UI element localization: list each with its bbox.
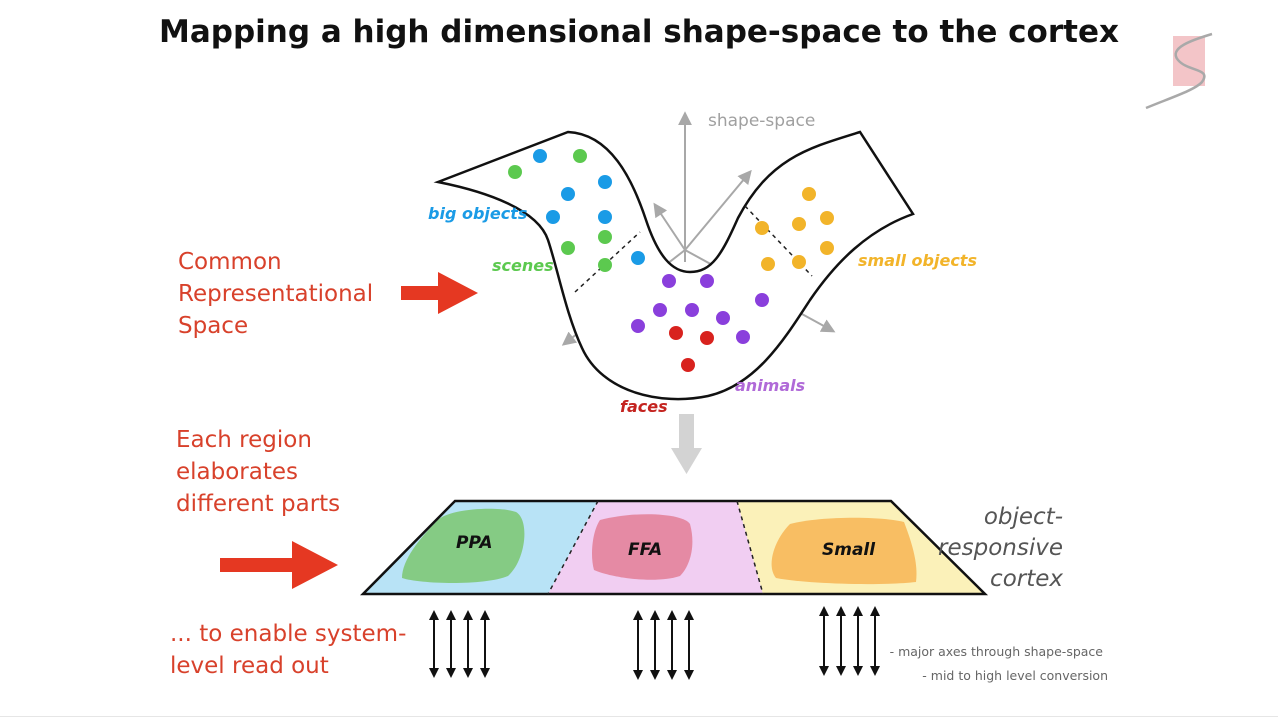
big-object-dot [598,175,612,189]
animal-dot [755,293,769,307]
divider-scenes [574,231,641,293]
face-dot [669,326,683,340]
region-ppa-label: PPA [456,533,493,553]
big-object-dot [561,187,575,201]
cortex-outline [360,499,989,596]
cortex-label-line-2: responsive [938,535,1063,561]
cortex-divider-2 [736,500,764,595]
axis-up-left [653,202,686,251]
dots-animals [631,274,769,344]
slide-title: Mapping a high dimensional shape-space t… [159,14,1119,50]
each-region-line-3: different parts [176,491,341,517]
axis-up-right [684,169,752,251]
arrow-down-icon [671,414,702,474]
big-object-dot [598,210,612,224]
read-arrows-small [819,606,880,676]
scene-dot [573,149,587,163]
animal-dot [685,303,699,317]
scene-dot [508,165,522,179]
small-object-dot [792,217,806,231]
read-out-line-2: level read out [170,653,329,679]
label-small-objects: small objects [858,251,977,270]
ffa-blob [592,514,693,580]
region-ffa-label: FFA [628,540,662,560]
face-dot [681,358,695,372]
big-object-dot [546,210,560,224]
scene-dot [598,230,612,244]
small-object-dot [802,187,816,201]
dots-big-objects [533,149,645,265]
region-small-label: Small [822,540,876,560]
cortex-label-line-1: object- [983,504,1063,530]
common-space-line-2: Representational [178,281,374,307]
scene-dot [598,258,612,272]
animal-dot [662,274,676,288]
animal-dot [736,330,750,344]
read-out-label: ... to enable system- level read out [170,618,406,682]
note-2: - mid to high level conversion [922,668,1108,683]
small-object-dot [792,255,806,269]
read-arrows-ppa [429,610,490,678]
arrow-region-icon [220,541,338,589]
animal-dot [716,311,730,325]
scene-dot [561,241,575,255]
arrow-common-icon [401,272,478,314]
note-1: - major axes through shape-space [889,644,1103,659]
logo-s-curve [1145,32,1213,110]
small-blob [771,517,917,585]
read-arrows-ffa [633,610,694,680]
cortex-map: PPA FFA Small [360,499,989,596]
label-big-objects: big objects [428,204,527,223]
dots-small-objects [755,187,834,271]
notes: - major axes through shape-space - mid t… [860,640,1108,688]
label-animals: animals [735,376,805,395]
read-out-line-1: ... to enable system- [170,621,407,647]
big-object-dot [631,251,645,265]
each-region-label: Each region elaborates different parts [176,424,340,520]
small-object-dot [820,241,834,255]
ppa-blob [402,508,525,583]
common-space-label: Common Representational Space [178,246,373,342]
animal-dot [653,303,667,317]
logo-icon [1145,32,1213,110]
manifold-outline [433,130,915,401]
dots-faces [669,326,714,372]
cortex-label-line-3: cortex [990,566,1063,592]
small-object-dot [755,221,769,235]
face-dot [700,331,714,345]
label-faces: faces [620,397,668,416]
shape-space-label: shape-space [708,111,815,131]
bottom-divider [0,716,1278,717]
animal-dot [700,274,714,288]
label-scenes: scenes [492,256,554,275]
small-object-dot [820,211,834,225]
each-region-line-2: elaborates [176,459,299,485]
cortex-divider-1 [547,500,599,595]
each-region-line-1: Each region [176,427,312,453]
dots-scenes [508,149,612,272]
common-space-line-3: Space [178,313,249,339]
cortex-label: object- responsive cortex [930,502,1063,595]
common-space-line-1: Common [178,249,282,275]
small-object-dot [761,257,775,271]
animal-dot [631,319,645,333]
big-object-dot [533,149,547,163]
